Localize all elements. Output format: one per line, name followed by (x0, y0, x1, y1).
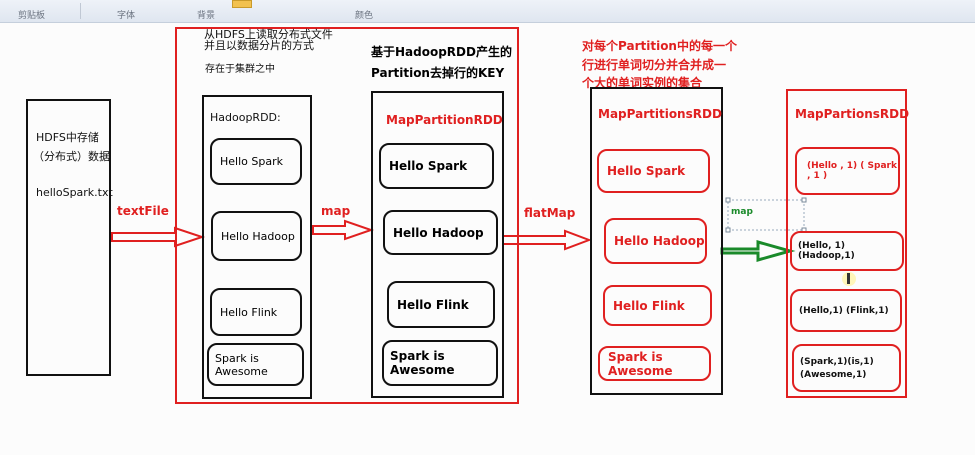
hadoop-rdd-item: Spark is Awesome (207, 343, 304, 386)
hadoop-rdd-box (202, 95, 312, 399)
hadoop-rdd-item: Hello Hadoop (211, 211, 302, 261)
map-partions-rdd-item: (Hello,1) (Flink,1) (790, 289, 902, 332)
map-partions-rdd-last-line2: (Awesome,1) (800, 369, 867, 380)
read-line3: 存在于集群之中 (205, 64, 275, 75)
map-partions-rdd-item: (Hello, 1) (Hadoop,1) (790, 231, 904, 271)
map-green-label: map (731, 207, 753, 217)
selection-box[interactable] (725, 197, 807, 233)
partition-line2: Partition去掉行的KEY (371, 66, 505, 80)
hadoop-rdd-item: Hello Spark (210, 138, 302, 185)
cluster-red-box (175, 27, 519, 404)
map-partitions-rdd-item: Spark is Awesome (598, 346, 711, 381)
map-arrow (312, 219, 375, 241)
map-partition-rdd-box (371, 91, 504, 398)
read-line2: 并且以数据分片的方式 (204, 39, 314, 52)
split-line3: 个大的单词实例的集合 (582, 76, 703, 90)
map-partitions-rdd-item: Hello Flink (603, 285, 712, 326)
ribbon-icon[interactable] (232, 0, 252, 8)
ribbon-group-background[interactable]: 背景 (197, 11, 216, 21)
ribbon-group-color[interactable]: 颜色 (355, 11, 374, 21)
flatmap-label: flatMap (524, 206, 576, 220)
storage-line2: （分布式）数据 (33, 150, 110, 163)
hadoop-rdd-title: HadoopRDD: (210, 111, 281, 124)
partition-line1: 基于HadoopRDD产生的 (371, 45, 512, 59)
map-partition-rdd-item: Spark is Awesome (382, 340, 498, 386)
storage-line1: HDFS中存储 (36, 131, 99, 144)
split-line2: 行进行单词切分并合并成一 (582, 58, 727, 72)
map-partition-rdd-item: Hello Flink (387, 281, 495, 328)
slide-canvas (0, 23, 975, 455)
ribbon-bar: 剪贴板 字体 背景 颜色 (0, 0, 975, 23)
map-partions-rdd-item-last: (Spark,1)(is,1) (Awesome,1) (792, 344, 901, 392)
map-partions-rdd-item: (Hello , 1) ( Spark , 1 ) (795, 147, 900, 195)
ribbon-group-clipboard[interactable]: 剪贴板 (18, 11, 46, 21)
map-label: map (321, 204, 351, 218)
read-line1: 从HDFS上读取分布式文件 (204, 28, 333, 41)
hdfs-storage-box (26, 99, 111, 376)
map-partition-rdd-item: Hello Spark (379, 143, 494, 189)
map-partions-rdd-title: MapPartionsRDD (795, 107, 910, 121)
map-partition-rdd-item: Hello Hadoop (383, 210, 498, 255)
ribbon-separator (80, 3, 81, 19)
map-partition-rdd-title: MapPartitionRDD (386, 113, 503, 127)
textfile-label: textFile (117, 204, 169, 218)
map-partitions-rdd-item: Hello Hadoop (604, 218, 707, 264)
map-partitions-rdd-title: MapPartitionsRDD (598, 107, 722, 121)
ribbon-group-font[interactable]: 字体 (117, 11, 136, 21)
map-partions-rdd-box (786, 89, 907, 398)
map-partitions-rdd-box (590, 87, 723, 395)
split-line1: 对每个Partition中的每一个 (582, 39, 737, 53)
map-partions-rdd-last-line1: (Spark,1)(is,1) (800, 356, 874, 367)
map-green-arrow (720, 240, 796, 262)
hadoop-rdd-item: Hello Flink (210, 288, 302, 336)
storage-file: helloSpark.txt (36, 186, 113, 199)
map-partitions-rdd-item: Hello Spark (597, 149, 710, 193)
flatmap-arrow (502, 229, 592, 251)
